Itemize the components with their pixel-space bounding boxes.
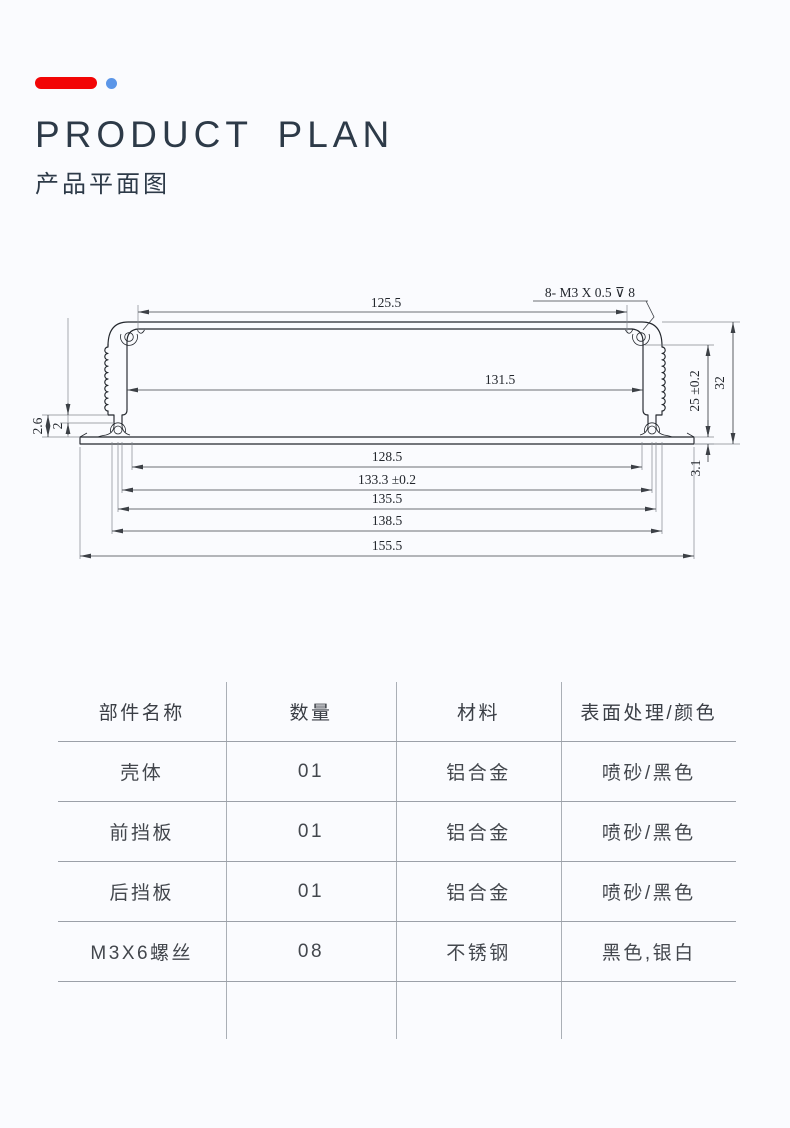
header: PRODUCT PLAN 产品平面图: [35, 76, 394, 199]
table-header-row: 部件名称 数量 材料 表面处理/颜色: [58, 682, 736, 742]
table-cell: 壳体: [58, 741, 227, 802]
table-cell: [561, 982, 736, 1040]
table-cell: [58, 981, 227, 1039]
dim-inner-width: 131.5: [485, 372, 516, 387]
accent-row: [35, 76, 394, 90]
table-cell: [396, 981, 562, 1039]
table-cell: 铝合金: [396, 741, 562, 802]
technical-drawing: 125.5 8- M3 X 0.5 ⊽ 8 131.5 128.5 133.3 …: [30, 270, 770, 582]
table-cell: 喷砂/黑色: [561, 801, 736, 862]
table-header-cell: 部件名称: [58, 682, 227, 742]
dim-bottom-4: 155.5: [372, 538, 403, 553]
table-cell: 后挡板: [58, 861, 227, 922]
table-cell: 01: [226, 741, 397, 802]
table-cell: [226, 981, 397, 1039]
accent-dot: [106, 77, 117, 89]
dim-bottom-1: 133.3 ±0.2: [358, 472, 416, 487]
table-cell: 喷砂/黑色: [561, 861, 736, 922]
dim-top-width: 125.5: [371, 295, 402, 310]
table-cell: 铝合金: [396, 861, 562, 922]
page-title-zh: 产品平面图: [35, 171, 170, 198]
table-row: [58, 981, 736, 1040]
table-row: M3X6螺丝 08 不锈钢 黑色,银白: [58, 921, 736, 982]
dim-outer-height: 32: [712, 376, 727, 390]
accent-bar: [35, 77, 97, 89]
table-cell: 铝合金: [396, 801, 562, 862]
table-cell: 黑色,银白: [561, 921, 736, 982]
table-cell: 不锈钢: [396, 921, 562, 982]
thread-note: 8- M3 X 0.5 ⊽ 8: [545, 285, 635, 300]
dim-flange-thickness: 3.1: [688, 460, 703, 477]
dim-inner-height: 25 ±0.2: [687, 370, 702, 411]
table-header-cell: 表面处理/颜色: [561, 682, 736, 742]
enclosure-profile: [79, 321, 695, 445]
dim-bottom-3: 138.5: [372, 513, 403, 528]
table-row: 壳体 01 铝合金 喷砂/黑色: [58, 741, 736, 802]
table-header-cell: 材料: [396, 682, 562, 742]
dim-left-step-outer: 2.6: [30, 417, 45, 434]
table-cell: 08: [226, 921, 397, 982]
dimension-lines: [45, 300, 736, 559]
table-row: 后挡板 01 铝合金 喷砂/黑色: [58, 861, 736, 922]
profile-cross-section: 125.5 8- M3 X 0.5 ⊽ 8 131.5 128.5 133.3 …: [30, 285, 740, 559]
dim-left-step-inner: 2: [50, 423, 65, 430]
table-cell: 前挡板: [58, 801, 227, 862]
parts-table: 部件名称 数量 材料 表面处理/颜色 壳体 01 铝合金 喷砂/黑色 前挡板 0…: [58, 682, 736, 1039]
table-row: 前挡板 01 铝合金 喷砂/黑色: [58, 801, 736, 862]
table-cell: 喷砂/黑色: [561, 741, 736, 802]
table-cell: 01: [226, 861, 397, 922]
dim-bottom-2: 135.5: [372, 491, 403, 506]
table-cell: 01: [226, 801, 397, 862]
dim-bottom-0: 128.5: [372, 449, 403, 464]
page-title-en: PRODUCT PLAN: [35, 114, 395, 155]
table-header-cell: 数量: [226, 682, 397, 742]
table-cell: M3X6螺丝: [58, 921, 227, 982]
dimension-texts: 125.5 8- M3 X 0.5 ⊽ 8 131.5 128.5 133.3 …: [30, 285, 727, 553]
